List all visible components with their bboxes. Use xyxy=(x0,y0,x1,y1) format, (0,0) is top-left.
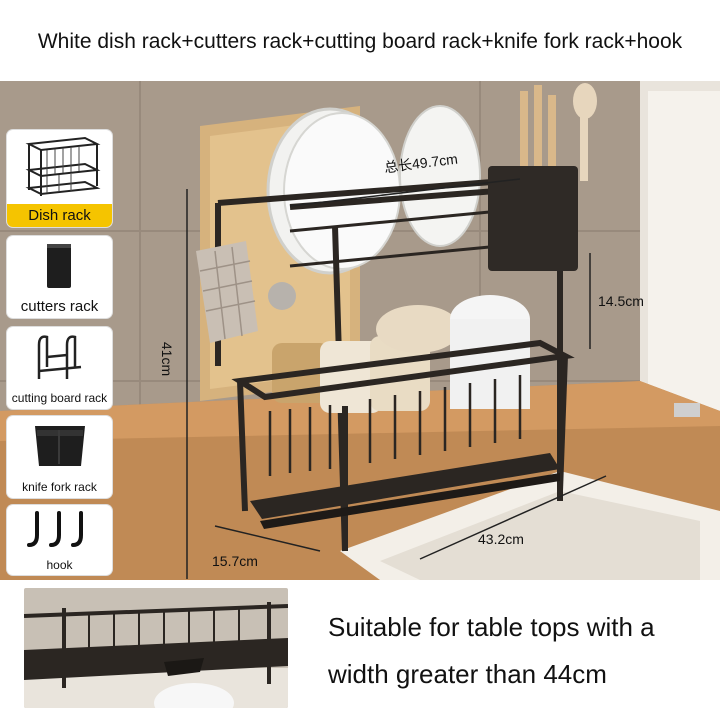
dimension-base-length: 43.2cm xyxy=(478,531,524,547)
closeup-photo xyxy=(24,588,288,708)
component-card-knife-fork-rack: knife fork rack xyxy=(7,416,112,498)
dish-rack-illustration xyxy=(0,81,720,580)
component-card-cutters-rack: cutters rack xyxy=(7,236,112,318)
cutters-rack-icon xyxy=(7,236,112,296)
component-label: cutting board rack xyxy=(11,391,108,405)
dimension-height: 41cm xyxy=(159,341,176,377)
hook-icon xyxy=(7,505,112,555)
cutting-board-rack-icon xyxy=(7,327,112,387)
drip-tray-closeup xyxy=(24,588,288,708)
component-label: cutters rack xyxy=(20,298,99,315)
dish-rack-icon xyxy=(7,130,112,204)
component-label: hook xyxy=(46,558,73,572)
dimension-depth: 15.7cm xyxy=(212,553,258,569)
dimension-upper-height: 14.5cm xyxy=(598,293,644,309)
product-photo: 总长49.7cm 14.5cm 41cm 15.7cm 43.2cm xyxy=(0,81,720,580)
component-card-cutting-board-rack: cutting board rack xyxy=(7,327,112,409)
component-label: knife fork rack xyxy=(22,480,97,494)
component-label: Dish rack xyxy=(7,204,112,227)
component-card-hook: hook xyxy=(7,505,112,575)
caption: Suitable for table tops with a width gre… xyxy=(328,612,655,689)
component-card-dish-rack: Dish rack xyxy=(7,130,112,227)
knife-fork-rack-icon xyxy=(7,416,112,476)
page-title: White dish rack+cutters rack+cutting boa… xyxy=(37,30,683,53)
